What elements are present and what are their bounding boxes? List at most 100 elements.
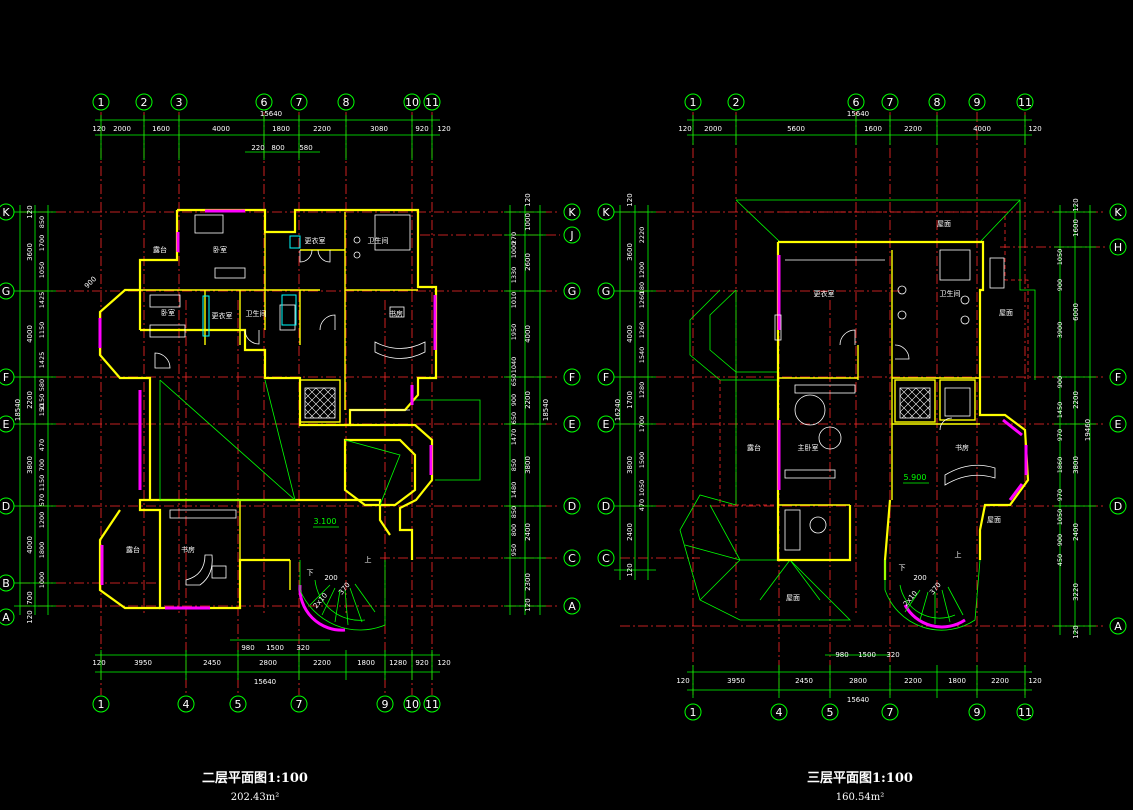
axis-label: K (602, 206, 610, 219)
axis-bubble: 5 (821, 703, 839, 721)
dim-text: 1200 (38, 512, 46, 529)
axis-circle (821, 703, 839, 721)
dim-text: 4000 (212, 125, 230, 133)
dim-text: 2400 (524, 523, 532, 541)
plan-title: 二层平面图1:100 (202, 771, 308, 786)
dim-text: 4000 (626, 325, 634, 343)
axis-bubble: 1 (684, 93, 702, 111)
axis-label: 8 (343, 96, 350, 109)
axis-circle (597, 497, 615, 515)
axis-bubble: 4 (177, 695, 195, 713)
dim-text: 650 (510, 412, 518, 424)
axis-label: 4 (776, 706, 783, 719)
axis-bubble: 4 (770, 703, 788, 721)
axis-circle (403, 93, 421, 111)
dim-text: 3800 (626, 456, 634, 474)
axis-bubble: K (0, 203, 15, 221)
void-lines-2f (159, 379, 481, 506)
dim-text: 1860 (1056, 457, 1064, 474)
axis-bubble: K (597, 203, 615, 221)
dim-text: 1150 (38, 475, 46, 492)
axis-label: 9 (974, 96, 981, 109)
dim-text: 3080 (370, 125, 388, 133)
room-label: 露台 (153, 245, 167, 254)
axis-label: 7 (887, 96, 894, 109)
dim-text: 900 (83, 275, 98, 290)
dim-text: 3800 (26, 456, 34, 474)
axis-bubble: 1 (684, 703, 702, 721)
room-label: 卧室 (161, 308, 175, 317)
axis-label: C (568, 552, 576, 565)
axis-bubble: E (1109, 415, 1127, 433)
dim-text: 120 (92, 659, 105, 667)
dim-text: 3950 (134, 659, 152, 667)
axis-bubble: 10 (403, 93, 421, 111)
interior-walls-3f (778, 250, 980, 506)
dim-text: 2200 (1072, 391, 1080, 409)
axis-circle (1109, 617, 1127, 635)
axis-circle (563, 368, 581, 386)
axis-circle (684, 703, 702, 721)
dim-text: 2450 (795, 677, 813, 685)
axis-label: 1 (690, 706, 697, 719)
axis-label: E (569, 418, 576, 431)
dim-text: 980 (835, 651, 848, 659)
dim-text: 1280 (638, 382, 646, 399)
interior-walls-2f (140, 212, 418, 608)
axis-label: K (568, 206, 576, 219)
dim-total: 18540 (14, 399, 22, 421)
dim-text: 1425 (38, 352, 46, 369)
room-label: 书房 (181, 545, 195, 554)
roof-lines-3f (679, 199, 1036, 621)
dim-text: 4000 (973, 125, 991, 133)
room-label: 卧室 (213, 245, 227, 254)
axis-circle (881, 703, 899, 721)
axis-bubble: 11 (1016, 93, 1034, 111)
dim-text: 3900 (1056, 322, 1064, 339)
axis-circle (563, 415, 581, 433)
doors-2f (154, 249, 336, 369)
axis-bubble: C (563, 549, 581, 567)
axis-circle (290, 93, 308, 111)
dim-text: 1480 (510, 482, 518, 499)
axis-circle (0, 282, 15, 300)
dim-total: 16240 (614, 399, 622, 421)
axis-bubble: G (563, 282, 581, 300)
dim-total: 15640 (847, 110, 869, 118)
axis-bubble: E (597, 415, 615, 433)
dim-text: 2200 (313, 659, 331, 667)
caption-2f: 二层平面图1:100 202.43m² (170, 767, 340, 803)
dim-text: 120 (524, 598, 532, 611)
axis-bubble: 7 (881, 703, 899, 721)
dim-text: 2800 (259, 659, 277, 667)
dim-text: 1500 (638, 452, 646, 469)
dim-text: 800 (271, 144, 284, 152)
dim-text: 2000 (704, 125, 722, 133)
stair-label: 200 (913, 574, 926, 582)
dim-text: 2300 (524, 573, 532, 591)
axis-bubble: 7 (290, 695, 308, 713)
axis-circle (170, 93, 188, 111)
axis-circle (770, 703, 788, 721)
dim-text: 950 (510, 544, 518, 556)
dim-total: 15640 (254, 678, 276, 686)
axis-circle (597, 368, 615, 386)
axis-label: 7 (296, 96, 303, 109)
axis-label: 3 (176, 96, 183, 109)
axis-label: G (602, 285, 611, 298)
axis-circle (1109, 497, 1127, 515)
plan-title: 三层平面图1:100 (807, 771, 913, 786)
room-label: 主卧室 (798, 443, 819, 452)
axis-label: 7 (887, 706, 894, 719)
dim-text: 700 (26, 591, 34, 604)
axis-bubble: E (0, 415, 15, 433)
dim-text: 120 (26, 610, 34, 623)
room-label: 更衣室 (212, 311, 233, 320)
axis-bubble: D (1109, 497, 1127, 515)
dim-text: 920 (415, 659, 428, 667)
axis-label: F (1115, 371, 1121, 384)
plan-area: 160.54m² (835, 792, 885, 803)
dim-text: 120 (92, 125, 105, 133)
dim-text: 1800 (948, 677, 966, 685)
